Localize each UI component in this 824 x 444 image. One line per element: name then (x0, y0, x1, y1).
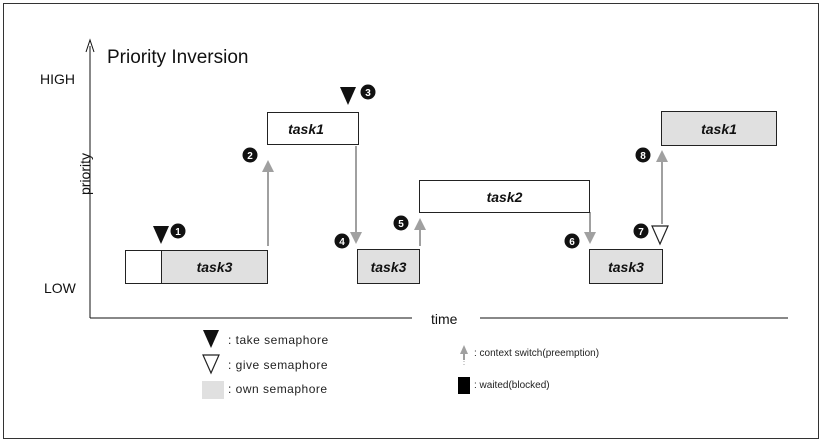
svg-text:5: 5 (398, 219, 404, 230)
context-switch-arrowhead-4 (350, 232, 362, 244)
svg-text:1: 1 (175, 227, 181, 238)
legend-blocked-icon (458, 377, 470, 394)
svg-text:8: 8 (640, 151, 646, 162)
diagram-title: Priority Inversion (107, 47, 249, 68)
legend-take-label: : take semaphore (228, 333, 329, 347)
legend-context-switch-label: : context switch(preemption) (474, 348, 600, 359)
marker-7: 7 (633, 223, 649, 239)
marker-4: 4 (334, 233, 350, 249)
svg-text:6: 6 (569, 237, 575, 248)
context-switch-arrowhead-5 (414, 218, 426, 230)
task2-label: task2 (486, 188, 523, 205)
marker-5: 5 (393, 215, 409, 231)
task1-label-second: task1 (701, 120, 737, 137)
give-semaphore-triangle-7 (651, 225, 669, 246)
legend-context-switch-arrowhead (460, 345, 468, 354)
svg-text:2: 2 (247, 151, 253, 162)
y-axis-arrowhead (85, 38, 95, 53)
svg-text:7: 7 (638, 227, 644, 238)
task3-box-third: task3 (589, 249, 663, 284)
svg-text:4: 4 (339, 237, 345, 248)
marker-2: 2 (242, 147, 258, 163)
take-semaphore-triangle-3 (340, 87, 356, 105)
legend-give-label: : give semaphore (228, 358, 329, 372)
task3-box-first: task3 (161, 250, 268, 284)
task3-label-first: task3 (196, 259, 233, 275)
context-switch-arrowhead-6 (584, 232, 596, 244)
task3-box-second: task3 (357, 249, 420, 284)
diagram-frame (3, 3, 819, 439)
take-semaphore-triangle-1 (153, 226, 169, 244)
priority-low-label: LOW (44, 280, 76, 296)
marker-8: 8 (635, 147, 651, 163)
task1-box-second: task1 (661, 111, 777, 146)
task2-box: task2 (419, 180, 590, 213)
svg-text:3: 3 (365, 88, 371, 99)
legend-own-icon (202, 381, 224, 399)
x-axis-label: time (431, 311, 458, 327)
task3-label-third: task3 (608, 258, 644, 275)
marker-6: 6 (564, 233, 580, 249)
priority-high-label: HIGH (40, 71, 75, 87)
legend-give-icon (202, 354, 220, 375)
task1-label-first: task1 (288, 120, 324, 137)
task3-box-first-white (125, 250, 162, 284)
y-axis-label: priority (77, 152, 94, 196)
context-switch-arrowhead-2 (262, 160, 274, 172)
task1-box-first: task1 (267, 112, 359, 145)
marker-3: 3 (360, 84, 376, 100)
legend-own-label: : own semaphore (228, 382, 328, 396)
marker-1: 1 (170, 223, 186, 239)
legend-take-icon (203, 330, 219, 348)
task3-label-second: task3 (370, 258, 407, 275)
legend-blocked-label: : waited(blocked) (474, 380, 550, 391)
context-switch-arrowhead-8 (656, 150, 668, 162)
